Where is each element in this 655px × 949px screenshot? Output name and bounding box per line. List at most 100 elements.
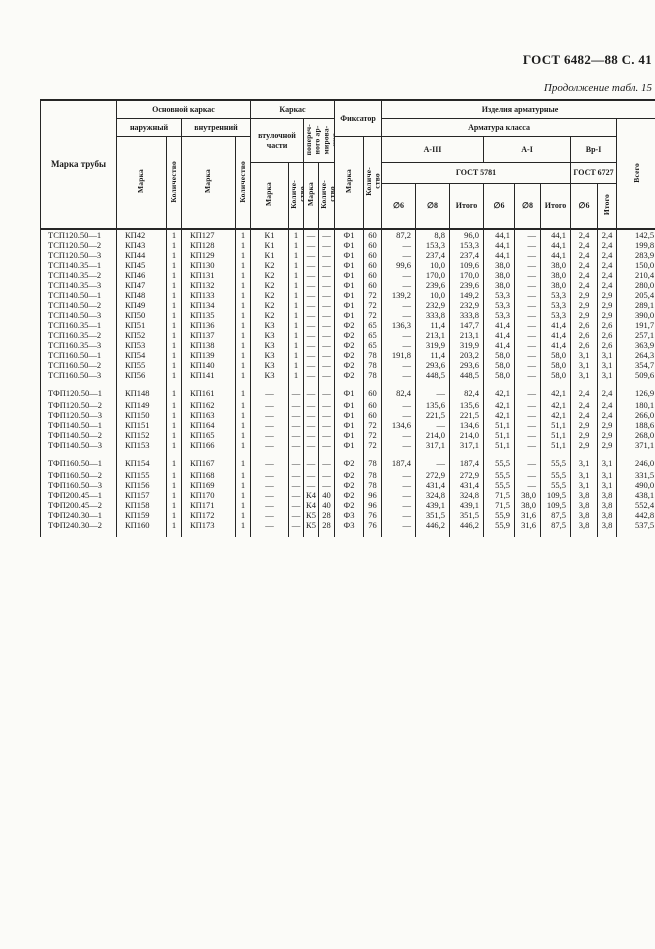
cell: 180,1 [617,400,655,410]
cell: 3,1 [598,480,617,490]
cell: 60 [364,400,382,410]
cell: — [515,410,541,420]
cell: 65 [364,330,382,340]
cell: 41,4 [484,340,515,350]
cell: 51,1 [541,430,571,440]
cell: КП56 [117,370,167,380]
cell: 42,1 [484,410,515,420]
cell: 2,4 [571,400,598,410]
cell: — [251,490,289,500]
cell: 213,1 [416,330,450,340]
class-header-a1: А-I [484,137,571,163]
stub-cell [617,530,655,537]
cell: — [382,410,416,420]
table-continuation-note: Продолжение табл. 15 [40,82,652,94]
cell: 3,1 [598,450,617,470]
cell: КП150 [117,410,167,420]
cell: 10,0 [416,290,450,300]
cell: — [515,440,541,450]
cell: 55,5 [484,470,515,480]
cell: 55,9 [484,520,515,530]
cell: 2,4 [571,380,598,400]
cell: 71,5 [484,490,515,500]
cell: КП161 [182,380,236,400]
cell: 41,4 [541,330,571,340]
cell: 44,1 [541,240,571,250]
cell: — [382,430,416,440]
cell: 42,1 [541,380,571,400]
cell: ТФП140.50—3 [41,440,117,450]
cell: ТСП140.50—2 [41,300,117,310]
cell: К2 [251,290,289,300]
cell: 2,4 [571,410,598,420]
cell: 60 [364,280,382,290]
cell: 1 [167,420,182,430]
cell: К1 [251,229,289,240]
class-header-a3: А-III [382,137,484,163]
cell: 333,8 [416,310,450,320]
cell: — [515,350,541,360]
cell: 2,9 [571,420,598,430]
cell: 41,4 [541,320,571,330]
cell: 1 [236,240,251,250]
cell: КП136 [182,320,236,330]
cell: — [304,400,319,410]
cell: 44,1 [484,250,515,260]
cell: Ф2 [335,450,364,470]
cell: ТСП140.35—3 [41,280,117,290]
cell: 3,1 [571,370,598,380]
cell: КП55 [117,360,167,370]
cell: КП45 [117,260,167,270]
cell: 1 [236,480,251,490]
cell: — [319,310,335,320]
cell: — [289,450,304,470]
cell: 1 [167,500,182,510]
cell: КП173 [182,520,236,530]
cell: — [319,410,335,420]
cell: Ф2 [335,490,364,500]
cell: 257,1 [617,330,655,340]
cell: 2,6 [571,340,598,350]
cell: — [251,480,289,490]
cell: 1 [289,370,304,380]
cell: 1 [289,260,304,270]
cell: 142,5 [617,229,655,240]
cell: 134,6 [450,420,484,430]
col-header-a3-d8: ∅8 [416,184,450,230]
cell: КП133 [182,290,236,300]
cell: 2,4 [598,240,617,250]
cell: 2,4 [571,229,598,240]
cell: — [304,350,319,360]
cell: — [319,240,335,250]
cell: 552,4 [617,500,655,510]
cell: 11,4 [416,320,450,330]
cell: 2,4 [598,380,617,400]
cell: ТФП160.50—1 [41,450,117,470]
cell: 134,6 [382,420,416,430]
col-header-fixator-mark: Марка [335,137,364,230]
cell: КП53 [117,340,167,350]
cell: 96 [364,490,382,500]
cell: КП157 [117,490,167,500]
pipe-reinforcement-table: Марка трубы Основной каркас Каркас Фикса… [40,99,655,537]
cell: ТСП140.35—2 [41,270,117,280]
cell: 438,1 [617,490,655,500]
col-header-total: Всего [617,119,655,230]
cell: 78 [364,480,382,490]
cell: Ф1 [335,250,364,260]
cell: К2 [251,300,289,310]
cell: — [304,480,319,490]
cell: К4 [304,490,319,500]
cell: 3,8 [598,520,617,530]
cell: Ф1 [335,270,364,280]
standard-header-gost6727: ГОСТ 6727 [571,163,617,184]
cell: 1 [236,470,251,480]
cell: — [304,430,319,440]
cell: К2 [251,260,289,270]
cell: КП162 [182,400,236,410]
cell: — [382,490,416,500]
